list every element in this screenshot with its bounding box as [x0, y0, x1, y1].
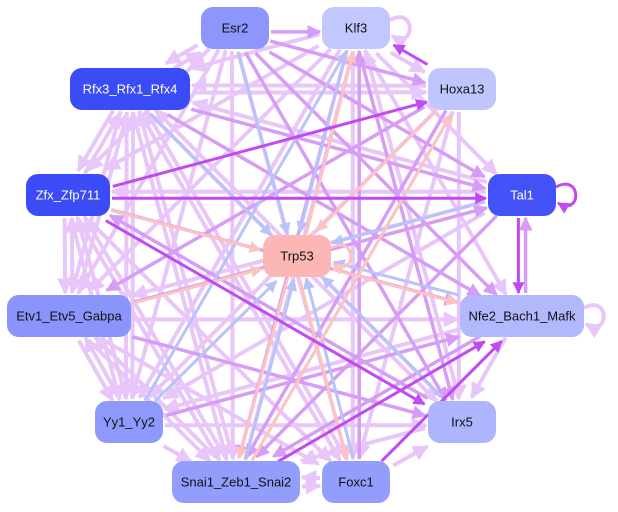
- node-box[interactable]: [172, 461, 300, 503]
- node-label: Yy1_Yy2: [103, 414, 155, 429]
- edge-klf3-to-yy1_yy2: [137, 48, 342, 399]
- edge-tal1-to-trp53: [331, 199, 486, 246]
- node-box[interactable]: [26, 174, 110, 216]
- node-snai1-zeb1-snai2[interactable]: Snai1_Zeb1_Snai2: [172, 461, 300, 503]
- node-label: Rfx3_Rfx1_Rfx4: [83, 81, 178, 96]
- node-box[interactable]: [7, 295, 131, 337]
- edge-klf3-to-hoxa13: [389, 50, 426, 74]
- node-label: Trp53: [280, 248, 313, 263]
- edge-nfe2_bach1_mafk-to-snai1_zeb1_snai2: [272, 334, 481, 458]
- edge-snai1_zeb1_snai2-to-etv1_etv5_gabpa: [93, 335, 218, 459]
- edge-klf3-to-rfx3_rfx1_rfx4: [189, 32, 320, 73]
- edge-nfe2_bach1_mafk-to-yy1_yy2: [162, 327, 458, 414]
- node-box[interactable]: [488, 174, 556, 216]
- edge-tal1-to-tal1: [555, 182, 578, 214]
- node-label: Foxc1: [338, 474, 373, 489]
- edge-trp53-to-snai1_zeb1_snai2: [236, 277, 290, 460]
- edge-trp53-to-nfe2_bach1_mafk: [331, 267, 459, 306]
- node-klf3[interactable]: Klf3: [322, 7, 390, 49]
- edge-snai1_zeb1_snai2-to-nfe2_bach1_mafk: [277, 340, 486, 463]
- node-zfx-zfp711[interactable]: Zfx_Zfp711: [26, 174, 110, 216]
- edge-klf3-to-klf3: [389, 15, 412, 51]
- edge-snai1_zeb1_snai2-to-trp53: [243, 278, 297, 461]
- edge-etv1_etv5_gabpa-to-trp53: [133, 265, 263, 305]
- node-label: Esr2: [222, 20, 249, 35]
- edge-tal1-to-snai1_zeb1_snai2: [255, 214, 498, 459]
- node-etv1-etv5-gabpa[interactable]: Etv1_Etv5_Gabpa: [7, 295, 131, 337]
- edge-rfx3_rfx1_rfx4-to-esr2: [172, 50, 202, 71]
- node-esr2[interactable]: Esr2: [201, 7, 269, 49]
- node-label: Zfx_Zfp711: [36, 187, 101, 202]
- node-box[interactable]: [460, 295, 584, 337]
- edge-hoxa13-to-trp53: [315, 108, 438, 232]
- node-rfx3-rfx1-rfx4[interactable]: Rfx3_Rfx1_Rfx4: [70, 68, 190, 110]
- edge-zfx_zfp711-to-irx5: [105, 219, 426, 406]
- node-box[interactable]: [322, 461, 390, 503]
- edge-trp53-to-foxc1: [298, 279, 350, 461]
- node-label: Nfe2_Bach1_Mafk: [469, 308, 576, 323]
- edge-trp53-to-trp53: [330, 243, 353, 275]
- node-label: Klf3: [345, 20, 367, 35]
- edge-esr2-to-trp53: [236, 51, 291, 235]
- edge-esr2-to-irx5: [243, 51, 448, 402]
- node-nfe2-bach1-mafk[interactable]: Nfe2_Bach1_Mafk: [460, 295, 584, 337]
- node-label: Snai1_Zeb1_Snai2: [181, 474, 292, 489]
- edge-foxc1-to-snai1_zeb1_snai2: [300, 469, 321, 486]
- edge-yy1_yy2-to-nfe2_bach1_mafk: [165, 333, 461, 418]
- edge-hoxa13-to-snai1_zeb1_snai2: [244, 109, 448, 459]
- node-yy1-yy2[interactable]: Yy1_Yy2: [95, 401, 163, 443]
- edge-nfe2_bach1_mafk-to-nfe2_bach1_mafk: [583, 303, 606, 339]
- edge-zfx_zfp711-to-etv1_etv5_gabpa: [57, 217, 74, 295]
- node-label: Etv1_Etv5_Gabpa: [16, 308, 122, 323]
- node-box[interactable]: [322, 7, 390, 49]
- edge-etv1_etv5_gabpa-to-yy1_yy2: [76, 339, 115, 402]
- edge-yy1_yy2-to-rfx3_rfx1_rfx4: [125, 110, 142, 400]
- edge-rfx3_rfx1_rfx4-to-tal1: [190, 107, 487, 192]
- edge-irx5-to-snai1_zeb1_snai2: [299, 426, 426, 465]
- edge-tal1-to-yy1_yy2: [162, 211, 486, 401]
- edge-foxc1-to-irx5: [392, 444, 429, 468]
- node-label: Tal1: [510, 187, 534, 202]
- edge-snai1_zeb1_snai2-to-hoxa13: [250, 112, 453, 462]
- edge-trp53-to-klf3: [304, 50, 357, 235]
- node-box[interactable]: [428, 68, 496, 110]
- edge-yy1_yy2-to-snai1_zeb1_snai2: [162, 444, 193, 464]
- node-foxc1[interactable]: Foxc1: [322, 461, 390, 503]
- edge-hoxa13-to-klf3: [392, 43, 429, 66]
- edge-yy1_yy2-to-trp53: [153, 280, 278, 403]
- edges-layer: [57, 15, 606, 495]
- edge-etv1_etv5_gabpa-to-irx5: [131, 335, 427, 419]
- node-irx5[interactable]: Irx5: [428, 401, 496, 443]
- edge-nfe2_bach1_mafk-to-trp53: [332, 259, 460, 297]
- node-box[interactable]: [95, 401, 163, 443]
- node-label: Irx5: [451, 414, 473, 429]
- edge-klf3-to-trp53: [296, 49, 349, 234]
- node-box[interactable]: [70, 68, 190, 110]
- node-box[interactable]: [428, 401, 496, 443]
- edge-snai1_zeb1_snai2-to-foxc1: [301, 478, 322, 495]
- node-trp53[interactable]: Trp53: [263, 235, 331, 277]
- node-hoxa13[interactable]: Hoxa13: [428, 68, 496, 110]
- edge-tal1-to-rfx3_rfx1_rfx4: [191, 98, 488, 185]
- edge-irx5-to-zfx_zfp711: [108, 213, 429, 400]
- node-label: Hoxa13: [440, 81, 485, 96]
- node-box[interactable]: [263, 235, 331, 277]
- edge-esr2-to-rfx3_rfx1_rfx4: [164, 43, 199, 66]
- edge-zfx_zfp711-to-hoxa13: [112, 98, 428, 188]
- edge-foxc1-to-trp53: [303, 277, 355, 459]
- edge-yy1_yy2-to-klf3: [143, 51, 347, 402]
- edge-snai1_zeb1_snai2-to-zfx_zfp711: [82, 215, 228, 459]
- node-box[interactable]: [201, 7, 269, 49]
- edge-rfx3_rfx1_rfx4-to-nfe2_bach1_mafk: [166, 113, 482, 298]
- node-tal1[interactable]: Tal1: [488, 174, 556, 216]
- edge-zfx_zfp711-to-trp53: [110, 208, 262, 253]
